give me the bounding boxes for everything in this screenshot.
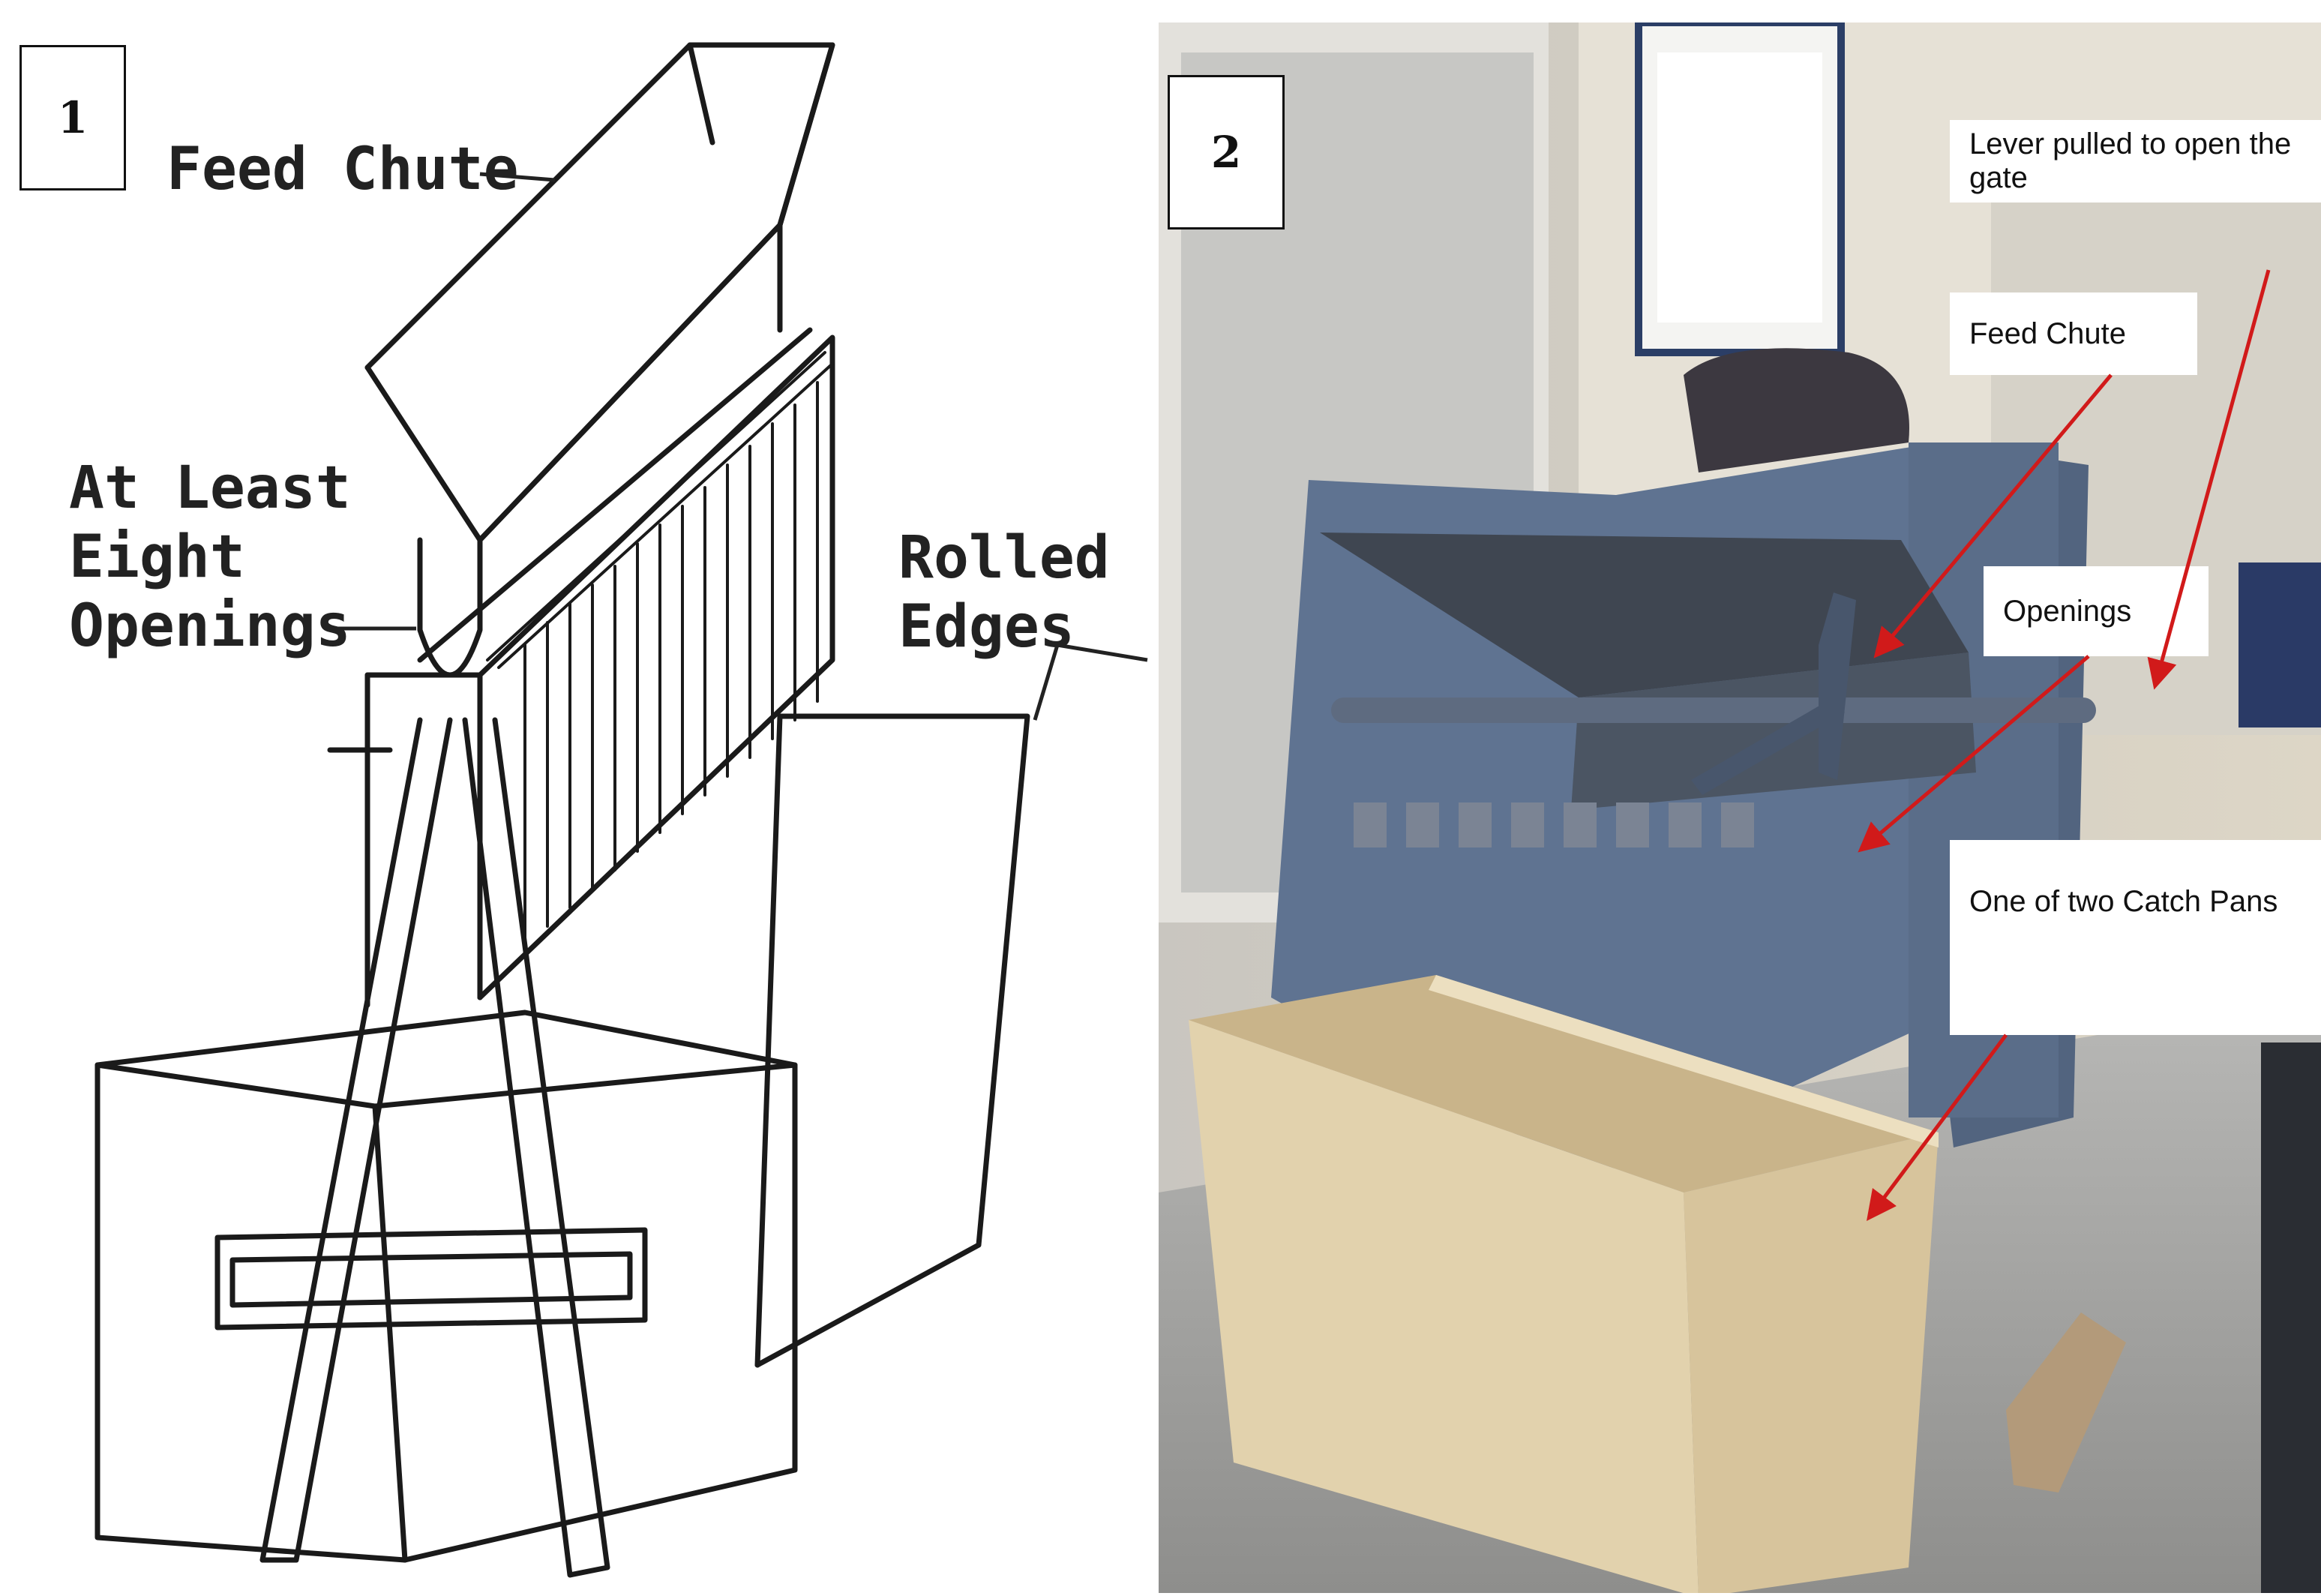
catch-pan-callout: One of two Catch Pans	[1950, 840, 2321, 1035]
openings-arrow	[1858, 655, 2090, 853]
sample-splitter-photo: 2 Lever pulled to open the gate Feed Chu…	[1159, 22, 2321, 1593]
splitter-line-drawing	[94, 42, 1148, 1578]
catch-pan-arrow	[1867, 1034, 2008, 1221]
feed-chute-arrow	[1873, 374, 2113, 658]
feed-chute-label: Feed Chute	[166, 136, 519, 203]
lever-arrow	[2147, 269, 2271, 690]
rolled-edges-label: Rolled Edges	[898, 524, 1110, 661]
openings-callout: Openings	[1984, 566, 2209, 656]
figure-number-1: 1	[19, 45, 126, 190]
lever-callout: Lever pulled to open the gate	[1950, 120, 2321, 202]
feed-chute-callout: Feed Chute	[1950, 292, 2197, 375]
callout-arrows	[1858, 269, 2271, 1221]
sample-splitter-drawing: 1 Feed Chute At Least Eight Openings Rol…	[0, 0, 1155, 1593]
eight-openings-label: At Least Eight Openings	[69, 454, 351, 660]
figure-number-2: 2	[1168, 75, 1285, 230]
